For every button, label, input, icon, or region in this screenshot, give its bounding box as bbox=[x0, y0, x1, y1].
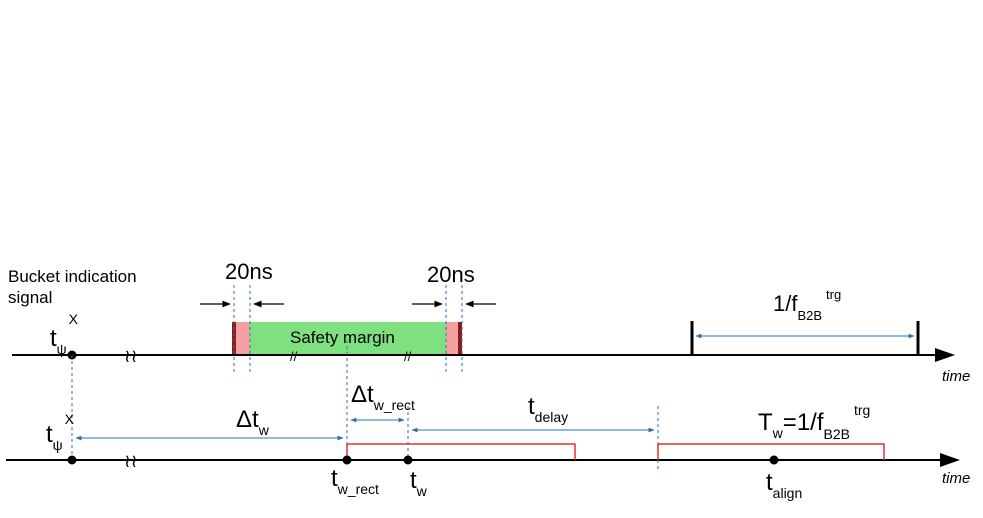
edge-left-dark bbox=[232, 322, 236, 354]
time-label-top: time bbox=[942, 368, 970, 385]
time-label-bottom: time bbox=[942, 470, 970, 487]
talign-label: talign bbox=[766, 469, 802, 501]
ns-right-label: 20ns bbox=[427, 262, 475, 287]
tw-rect-label: tw_rect bbox=[331, 465, 379, 497]
tw-marker bbox=[403, 455, 413, 465]
tw-period-label: Tw=1/fB2Btrg bbox=[758, 402, 870, 442]
break-mark-bottom: ≀≀ bbox=[124, 451, 138, 471]
talign-marker bbox=[769, 455, 779, 465]
ns-left-label: 20ns bbox=[225, 259, 273, 284]
safety-margin-label: Safety margin bbox=[290, 328, 395, 347]
edge-right-dark bbox=[458, 322, 462, 354]
delta-tw-label: Δtw bbox=[236, 406, 270, 438]
pulse-window-2 bbox=[657, 443, 885, 460]
break-mark-safety-right: // bbox=[404, 349, 412, 364]
delta-twrect-label: Δtw_rect bbox=[351, 381, 415, 413]
bucket-label-line2: signal bbox=[8, 288, 52, 307]
t-psi-bottom-marker bbox=[67, 455, 77, 465]
tw-label: tw bbox=[410, 467, 428, 499]
edge-left-light bbox=[232, 322, 250, 354]
tw-rect-marker bbox=[342, 455, 352, 465]
safety-margin-block bbox=[250, 322, 446, 354]
break-mark-safety-left: // bbox=[290, 349, 298, 364]
bucket-label-line1: Bucket indication bbox=[8, 267, 137, 286]
t-psi-bottom-label: tψX bbox=[46, 411, 75, 453]
break-mark-top: ≀≀ bbox=[124, 346, 138, 366]
period-top-label: 1/fB2Btrg bbox=[773, 287, 841, 323]
tdelay-label: tdelay bbox=[528, 393, 568, 425]
pulse-window-1 bbox=[346, 443, 576, 460]
top-axis-arrowhead bbox=[935, 348, 955, 362]
t-psi-top-label: tψX bbox=[50, 311, 79, 357]
bottom-axis-arrowhead bbox=[940, 453, 960, 467]
